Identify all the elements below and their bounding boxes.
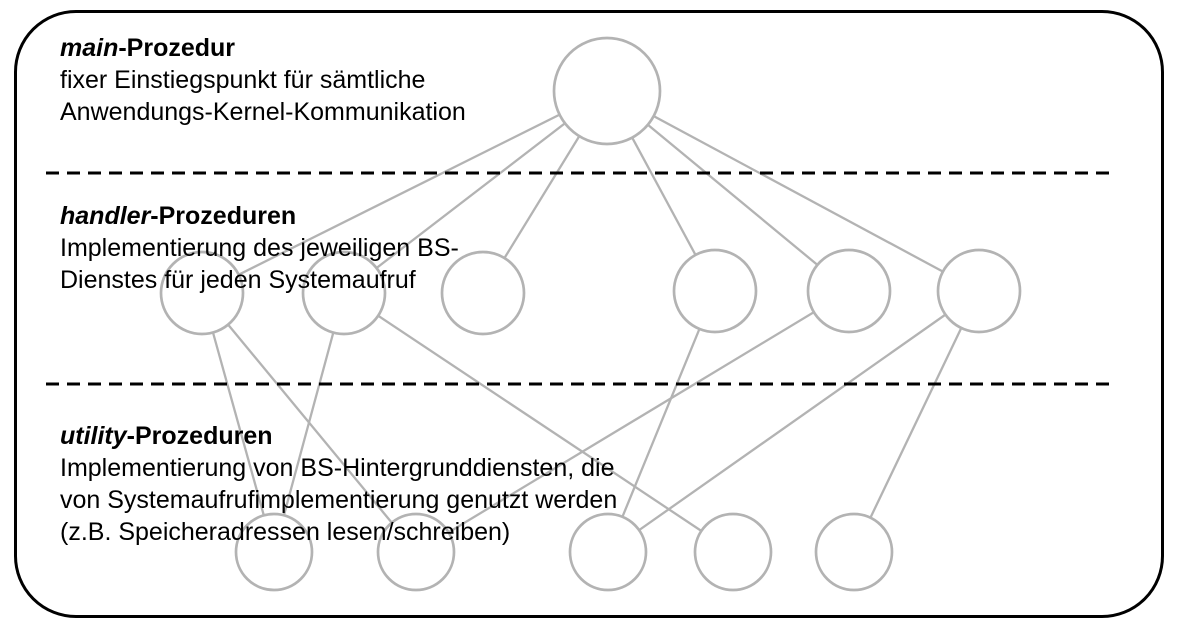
circle-handler-1: [159, 250, 245, 336]
circle-utility-1: [234, 512, 314, 592]
edge-handler-2-utility-1: [272, 292, 346, 553]
section-handler-prozeduren: handler-Prozeduren Implementierung des j…: [60, 200, 459, 296]
utility-description-line-2: von Systemaufrufimplementierung genutzt …: [60, 486, 618, 514]
utility-description-line-1: Implementierung von BS-Hintergrunddienst…: [60, 454, 615, 482]
handler-heading-rest: -Prozeduren: [150, 202, 297, 230]
circle-utility-2: [376, 512, 456, 592]
separators-layer: [46, 171, 1112, 386]
utility-heading-italic: utility: [60, 422, 127, 450]
main-description-line-2: Anwendungs-Kernel-Kommunikation: [60, 98, 466, 126]
circle-utility-3: [568, 512, 648, 592]
circle-handler-4: [672, 248, 758, 334]
section-main-prozedur: main-Prozedur fixer Einstiegspunkt für s…: [60, 32, 466, 128]
circle-utility-4: [693, 512, 773, 592]
circle-main: [552, 36, 662, 146]
handler-heading-italic: handler: [60, 202, 151, 230]
edge-handler-4-utility-3: [606, 290, 717, 553]
outer-rounded-frame: [14, 10, 1164, 618]
edge-main-handler-6: [606, 89, 980, 293]
section-utility-prozeduren: utility-Prozeduren Implementierung von B…: [60, 420, 617, 548]
edge-handler-1-utility-1: [200, 292, 276, 553]
circle-handler-3: [440, 250, 526, 336]
handler-description-line-2: Dienstes für jeden Systemaufruf: [60, 266, 416, 294]
circle-utility-5: [814, 512, 894, 592]
circle-handler-6: [936, 248, 1022, 334]
main-heading-italic: main: [60, 34, 119, 62]
circle-handler-5: [806, 248, 892, 334]
edge-handler-6-utility-5: [852, 290, 981, 553]
edge-main-handler-1: [201, 89, 608, 295]
utility-heading-rest: -Prozeduren: [126, 422, 273, 450]
main-heading-rest: -Prozedur: [118, 34, 236, 62]
edge-handler-5-utility-2: [415, 290, 850, 553]
main-description-line-1: fixer Einstiegspunkt für sämtliche: [60, 66, 426, 94]
handler-heading: handler-Prozeduren: [60, 200, 459, 232]
edge-handler-6-utility-3: [607, 290, 980, 553]
utility-description-line-3: (z.B. Speicheradressen lesen/schreiben): [60, 518, 511, 546]
utility-heading: utility-Prozeduren: [60, 420, 617, 452]
nodes-layer: [159, 36, 1022, 592]
edge-main-handler-2: [343, 90, 608, 294]
handler-description-line-1: Implementierung des jeweiligen BS-: [60, 234, 459, 262]
main-heading: main-Prozedur: [60, 32, 466, 64]
circle-handler-2: [301, 250, 387, 336]
